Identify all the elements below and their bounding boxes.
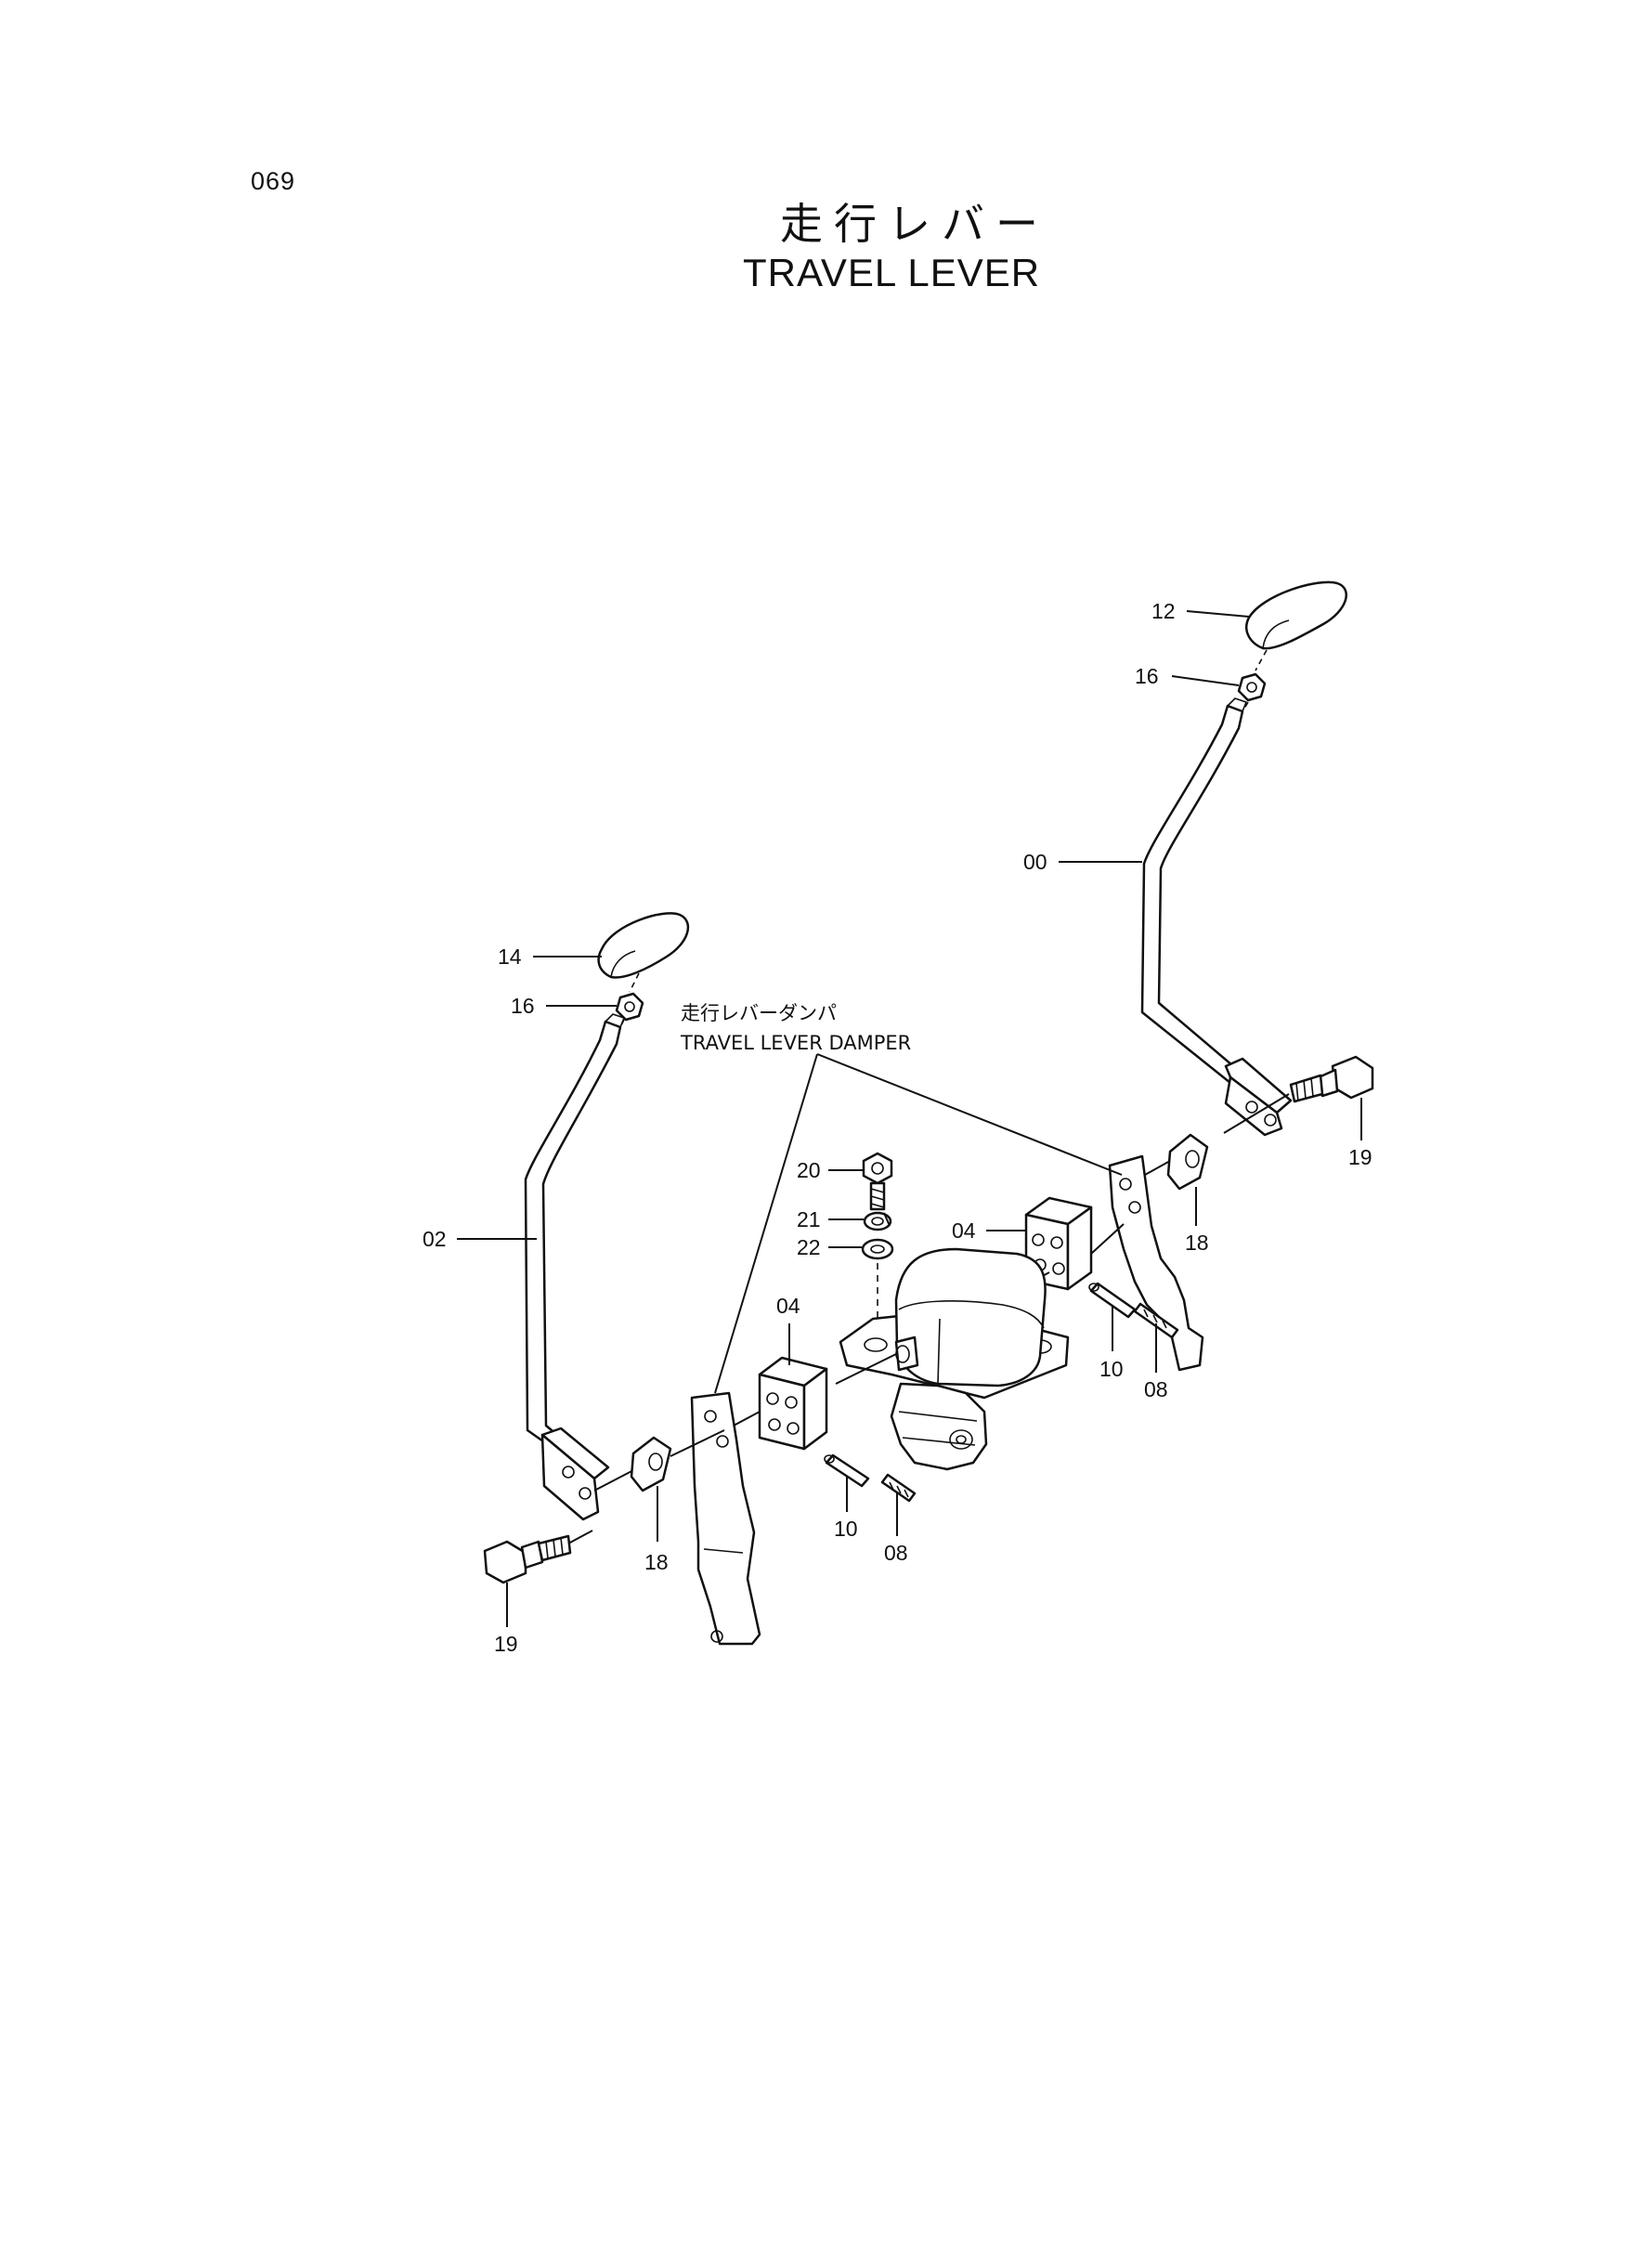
left-bushing <box>630 1436 672 1492</box>
left-spring-pin <box>880 1473 917 1503</box>
callout-22: 22 <box>797 1235 821 1259</box>
left-lever-rod <box>524 1013 626 1521</box>
right-lever-rod <box>1140 697 1293 1137</box>
right-lever-knob <box>1245 580 1347 650</box>
right-bolt <box>1289 1055 1374 1103</box>
assembly-line <box>835 1353 897 1385</box>
callout-08-right: 08 <box>1144 1377 1168 1401</box>
left-lever-nut <box>615 992 644 1022</box>
callout-10-right: 10 <box>1099 1357 1124 1381</box>
damper-bolt <box>862 1152 893 1211</box>
assembly-line <box>567 1530 593 1544</box>
callout-10-left: 10 <box>834 1517 858 1541</box>
assembly-line <box>1223 1093 1290 1134</box>
damper-lock-washer <box>863 1211 892 1231</box>
damper-note-japanese: 走行レバーダンパ <box>681 1002 837 1024</box>
callout-16-right: 16 <box>1135 664 1159 688</box>
callout-08-left: 08 <box>884 1541 908 1565</box>
travel-lever-damper-body <box>839 1247 1070 1471</box>
damper-washer <box>861 1238 894 1260</box>
left-bracket-plate <box>690 1391 761 1646</box>
left-lever-knob <box>597 912 690 979</box>
page-title-japanese: 走行レバー <box>780 199 1049 249</box>
left-pin <box>824 1453 870 1488</box>
assembly-line <box>670 1429 725 1457</box>
right-lever-nut <box>1237 672 1267 702</box>
callout-14: 14 <box>498 945 522 969</box>
callout-18-left: 18 <box>644 1550 669 1574</box>
left-damper-block <box>758 1356 828 1451</box>
left-bolt <box>483 1534 572 1584</box>
callout-16-left: 16 <box>511 994 535 1018</box>
assembly-line <box>1090 1223 1125 1255</box>
damper-note-leader-right <box>816 1053 1123 1176</box>
damper-note-leader-left <box>714 1053 818 1394</box>
callout-04-left: 04 <box>776 1294 800 1318</box>
right-bushing <box>1166 1133 1209 1191</box>
page-title: TRAVEL LEVER <box>743 251 1041 294</box>
callout-20: 20 <box>797 1158 821 1182</box>
page-number: 069 <box>251 167 296 195</box>
right-bracket-plate <box>1108 1154 1204 1372</box>
leader-12 <box>1186 610 1250 618</box>
callout-21: 21 <box>797 1207 821 1231</box>
callout-02: 02 <box>423 1227 447 1251</box>
callout-04-right: 04 <box>952 1218 976 1243</box>
leader-16-right <box>1171 675 1240 686</box>
right-spring-pin <box>1133 1302 1179 1339</box>
callout-00: 00 <box>1023 850 1047 874</box>
callout-18-right: 18 <box>1185 1231 1209 1255</box>
leader-dash <box>629 972 640 993</box>
leader-dash <box>1255 649 1268 671</box>
callout-19-right: 19 <box>1348 1145 1372 1169</box>
damper-note: TRAVEL LEVER DAMPER <box>680 1032 911 1054</box>
callout-12: 12 <box>1151 599 1176 623</box>
callout-19-left: 19 <box>494 1632 518 1656</box>
assembly-line <box>733 1411 761 1427</box>
